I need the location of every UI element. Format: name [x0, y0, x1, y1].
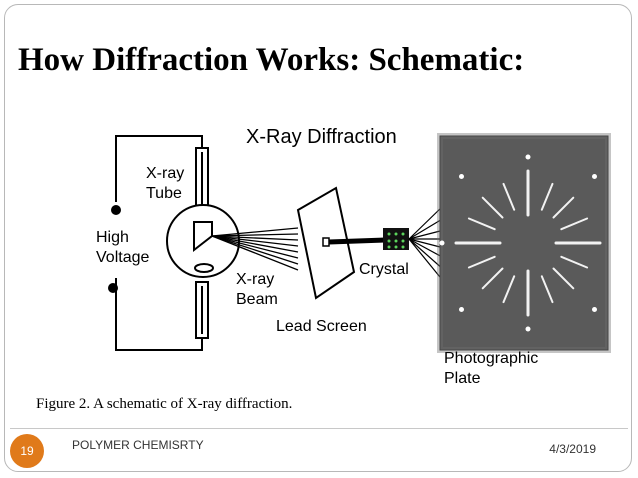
footer-date: 4/3/2019 — [549, 442, 596, 456]
diffraction-spot — [525, 326, 531, 332]
collimated-beam — [328, 237, 387, 245]
diffraction-streak — [481, 196, 504, 219]
label-high-voltage-line2: Voltage — [96, 249, 149, 266]
crystal — [383, 228, 409, 250]
photographic-plate — [437, 133, 617, 353]
label-xray-beam-line2: Beam — [236, 291, 278, 308]
high-voltage-circuit — [115, 135, 203, 351]
diffraction-streak — [552, 196, 575, 219]
footer-divider — [10, 428, 628, 429]
diffraction-streak — [467, 255, 496, 269]
xray-tube — [166, 147, 240, 339]
label-xray-tube-line1: X-ray — [146, 165, 184, 182]
slide-frame — [4, 4, 632, 472]
diffraction-spot — [611, 240, 617, 246]
terminal-top — [111, 205, 121, 215]
diffraction-streak — [552, 267, 575, 290]
diffraction-spot — [459, 174, 464, 179]
diffracted-rays — [408, 204, 445, 283]
label-photographic-plate-line1: Photographic — [444, 350, 538, 367]
diffraction-spot — [525, 154, 531, 160]
label-high-voltage-line1: High — [96, 229, 129, 246]
diffraction-streak — [502, 275, 516, 304]
label-xray-beam-line1: X-ray — [236, 271, 274, 288]
slide-title: How Diffraction Works: Schematic: — [18, 42, 525, 78]
footer-course-name: POLYMER CHEMISRTY — [72, 438, 204, 452]
label-xray-tube-line2: Tube — [146, 185, 182, 202]
diagram-heading: X-Ray Diffraction — [246, 126, 397, 148]
diffraction-streak — [481, 267, 504, 290]
label-lead-screen: Lead Screen — [276, 318, 367, 335]
figure-caption: Figure 2. A schematic of X-ray diffracti… — [36, 396, 293, 412]
terminal-bottom — [108, 283, 118, 293]
label-photographic-plate-line2: Plate — [444, 370, 481, 387]
diffraction-streak — [467, 217, 496, 231]
diffraction-spot — [439, 240, 445, 246]
lead-screen — [296, 186, 356, 300]
label-crystal: Crystal — [359, 261, 409, 278]
xray-beam — [211, 227, 299, 271]
page-number-badge: 19 — [10, 434, 44, 468]
diffraction-streak — [502, 182, 516, 211]
diffraction-streak — [540, 275, 554, 304]
diffraction-spot — [592, 174, 597, 179]
diffraction-spot — [459, 307, 464, 312]
diffraction-spot — [592, 307, 597, 312]
diffraction-streak — [560, 255, 589, 269]
diffraction-streak — [540, 182, 554, 211]
diffraction-streak — [560, 217, 589, 231]
